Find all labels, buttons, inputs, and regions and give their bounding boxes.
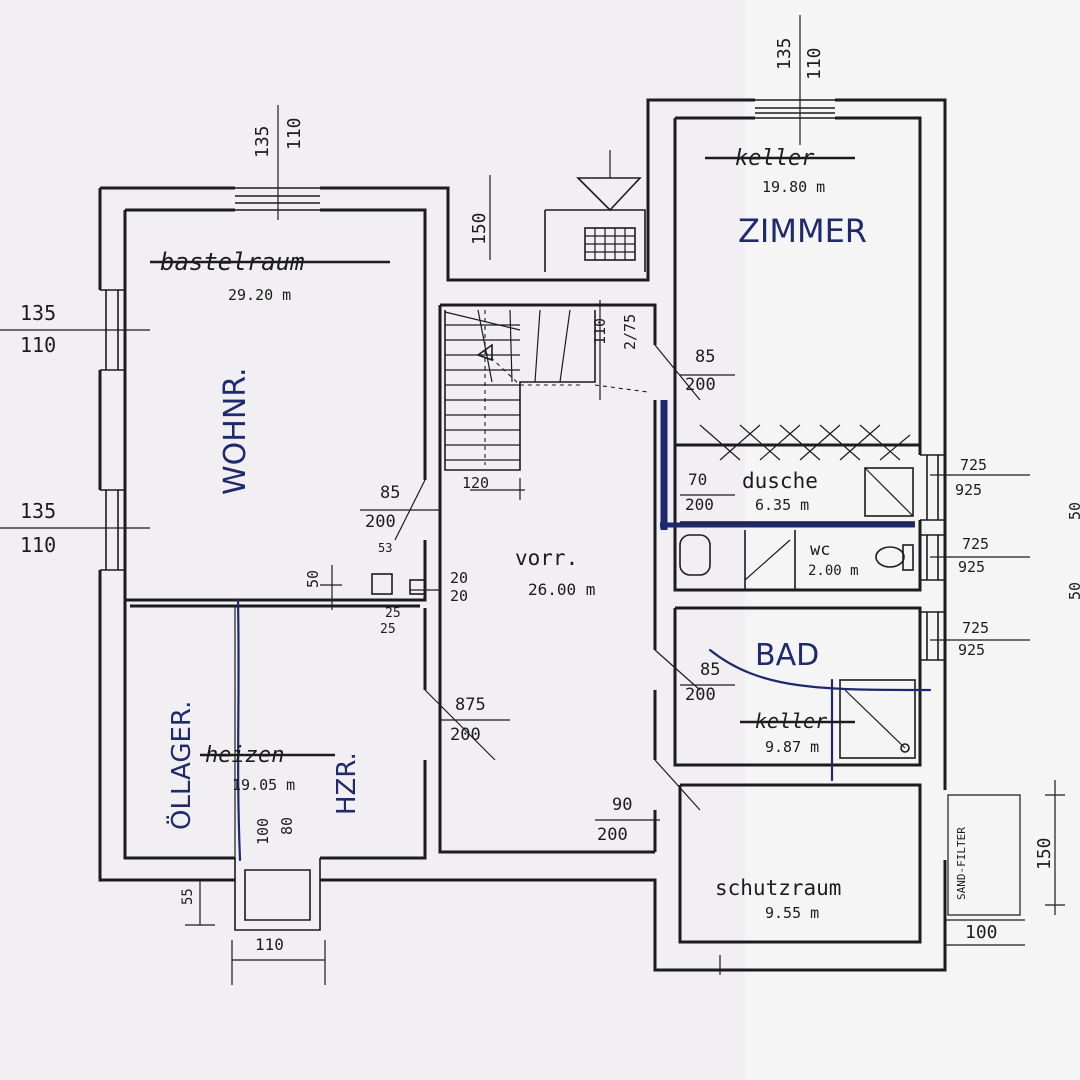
dim-door-200-a: 200	[685, 375, 716, 395]
area-wc: 2.00 m	[808, 563, 859, 579]
label-wohnr: WOHNR.	[218, 367, 253, 495]
dim-door-200-d: 200	[685, 685, 716, 705]
dim-left-upper-135: 135	[20, 301, 56, 325]
area-heizen: 19.05 m	[232, 776, 295, 794]
dim-edge-50-a: 50	[1066, 502, 1080, 520]
dim-win-725-c: 725	[962, 619, 989, 637]
area-zimmer: 19.80 m	[762, 178, 825, 196]
dim-top-right-135: 135	[774, 37, 795, 70]
pen-markings	[236, 400, 932, 862]
walls	[98, 98, 947, 972]
area-wohnr: 29.20 m	[228, 286, 291, 304]
dim-left-lower-110: 110	[20, 533, 56, 557]
sink-icon	[679, 534, 711, 576]
dim-win-925-a: 925	[955, 481, 982, 499]
label-vorr: vorr.	[515, 546, 578, 570]
dim-win-725-a: 725	[960, 456, 987, 474]
dim-110-bottom: 110	[255, 935, 284, 954]
dim-door-200-f: 200	[597, 825, 628, 845]
light-well	[544, 150, 646, 272]
dim-edge-50-b: 50	[1066, 582, 1080, 600]
dim-150-right: 150	[1034, 837, 1055, 870]
dim-door-200-e: 200	[450, 725, 481, 745]
dim-door-200-c: 200	[685, 495, 714, 514]
area-vorr: 26.00 m	[528, 580, 595, 599]
dim-stair-110: 110	[591, 318, 609, 345]
dim-25-b: 25	[380, 622, 396, 637]
dim-door-90: 90	[612, 795, 632, 815]
label-dusche: dusche	[742, 469, 818, 493]
label-wc: wc	[810, 540, 830, 560]
dim-55: 55	[180, 888, 196, 905]
dimension-lines	[0, 15, 1065, 985]
dim-top-left-135: 135	[252, 125, 273, 158]
dim-door-85-c: 85	[700, 660, 720, 680]
dim-120: 120	[462, 474, 489, 492]
dim-win-925-b: 925	[958, 558, 985, 576]
dim-door-200-b: 200	[365, 512, 396, 532]
label-hzr: HZR.	[332, 752, 362, 815]
dim-door-70: 70	[688, 470, 707, 489]
dim-stair-2175: 2/75	[621, 314, 639, 350]
label-bad: BAD	[755, 638, 819, 673]
dim-150-top: 150	[469, 212, 490, 245]
bathtub-icon	[839, 679, 916, 759]
dim-20-a: 20	[450, 569, 468, 587]
dim-top-right-110: 110	[804, 47, 825, 80]
dimension-labels: 135 110 135 110 135 110 135 110 150 110 …	[20, 37, 1080, 954]
dim-100-right: 100	[965, 922, 998, 943]
dim-left-upper-110: 110	[20, 333, 56, 357]
staircase	[444, 309, 649, 471]
dim-door-85-b: 85	[380, 483, 400, 503]
dim-50: 50	[304, 570, 322, 588]
label-sand-filter: SAND-FILTER	[955, 827, 968, 900]
area-bad: 9.87 m	[765, 738, 819, 756]
shower-tray-icon	[864, 467, 914, 517]
dim-53: 53	[378, 541, 392, 555]
label-oellager: ÖLLAGER.	[165, 701, 197, 830]
dim-top-left-110: 110	[284, 117, 305, 150]
chimney-icon	[371, 573, 393, 595]
dim-left-lower-135: 135	[20, 499, 56, 523]
flue-icon	[409, 579, 426, 595]
dim-win-725-b: 725	[962, 535, 989, 553]
toilet-icon	[875, 546, 905, 568]
area-dusche: 6.35 m	[755, 496, 809, 514]
dim-win-925-c: 925	[958, 641, 985, 659]
area-schutzraum: 9.55 m	[765, 904, 819, 922]
dim-25-a: 25	[385, 606, 401, 621]
dim-door-875: 875	[455, 695, 486, 715]
fixtures	[371, 424, 916, 759]
dim-100: 100	[254, 818, 272, 845]
dim-80: 80	[278, 817, 296, 835]
dim-door-85-a: 85	[695, 347, 715, 367]
label-schutzraum: schutzraum	[715, 876, 841, 900]
dim-20-b: 20	[450, 587, 468, 605]
paper-fold	[745, 0, 1080, 1080]
label-zimmer: ZIMMER	[738, 212, 867, 250]
